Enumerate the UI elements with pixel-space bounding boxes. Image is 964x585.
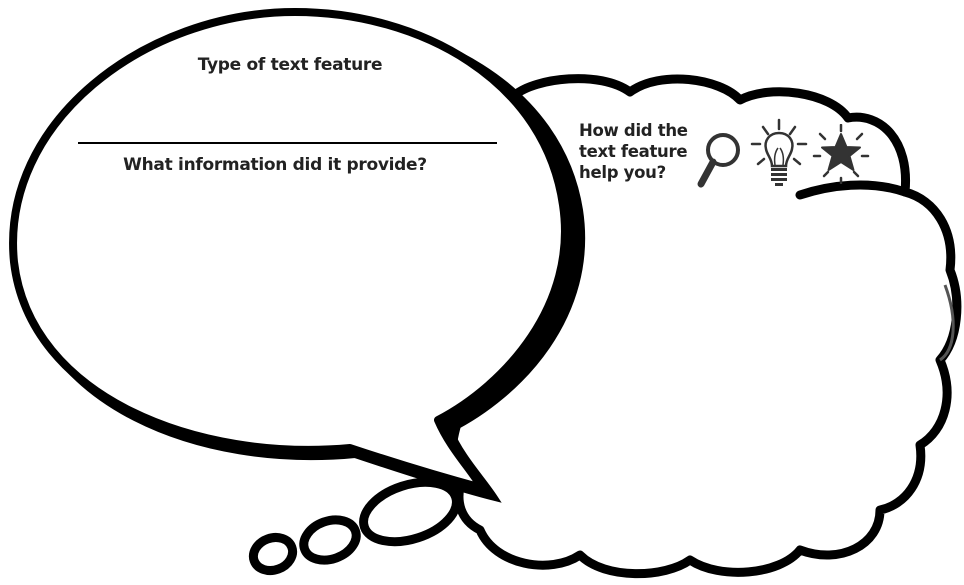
thought-circle-small bbox=[248, 532, 298, 576]
thought-circle-large bbox=[359, 477, 461, 547]
speech-bubble-outline bbox=[9, 8, 569, 492]
lightbulb-icon bbox=[750, 118, 808, 186]
how-did-it-help-heading: How did the text feature help you? bbox=[579, 120, 688, 183]
type-of-text-feature-heading: Type of text feature bbox=[197, 55, 383, 75]
thought-trail bbox=[248, 477, 461, 576]
help-heading-line: How did the bbox=[579, 121, 688, 140]
cloud-inner-curve bbox=[795, 180, 910, 200]
magnifying-glass-icon bbox=[697, 133, 740, 188]
help-heading-line: help you? bbox=[579, 163, 666, 182]
information-provided-heading: What information did it provide? bbox=[123, 155, 427, 175]
help-heading-line: text feature bbox=[579, 142, 688, 161]
cloud-shadow-edge bbox=[939, 284, 955, 362]
thought-circle-medium bbox=[299, 515, 361, 565]
star-icon bbox=[812, 124, 870, 184]
speech-bubble bbox=[9, 8, 586, 503]
